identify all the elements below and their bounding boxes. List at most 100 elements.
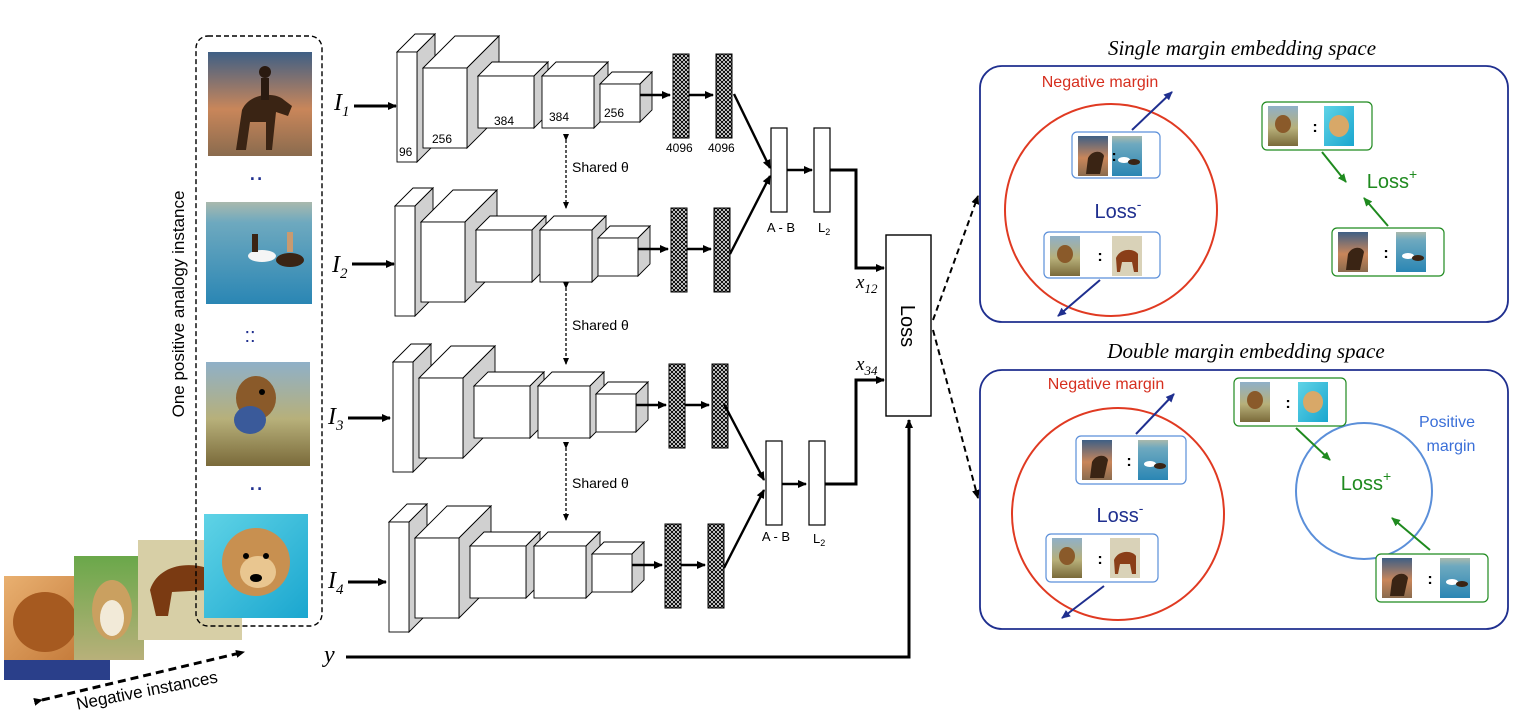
svg-text:I3: I3 xyxy=(327,404,344,434)
single-neg-arrow-up xyxy=(1131,91,1173,131)
fc-layer-2 xyxy=(707,523,725,609)
swimmers-horse-image xyxy=(206,202,312,304)
swimming-dog-image xyxy=(204,514,308,618)
y-connector xyxy=(346,419,913,659)
conv-layer-4 xyxy=(536,370,606,440)
conv-layer-3 xyxy=(472,370,546,440)
single-pos-arrow-down xyxy=(1321,151,1347,183)
pair-separator: : xyxy=(1097,248,1102,265)
conv-layer-5 xyxy=(590,540,646,594)
svg-text:L2: L2 xyxy=(813,531,825,548)
shared-theta-1: Shared θ xyxy=(563,134,629,209)
jumping-dog-image xyxy=(206,362,310,466)
separator-colons: :: xyxy=(244,325,255,347)
double-negative-circle xyxy=(1011,407,1225,621)
positive-margin-circle xyxy=(1295,422,1433,560)
positive-instance-group xyxy=(195,35,323,627)
conv-size-label-4: 384 xyxy=(549,110,569,124)
pair-double-top-green: : xyxy=(1233,377,1347,427)
shared-theta-3: Shared θ xyxy=(563,442,629,521)
pair-separator: : xyxy=(1312,119,1317,136)
shared-theta-2: Shared θ xyxy=(563,282,629,365)
double-margin-title: Double margin embedding space xyxy=(1106,339,1384,363)
fc-layer-2 xyxy=(711,363,729,449)
input-label-i3: I3 xyxy=(327,404,344,434)
pair-separator: : xyxy=(1427,571,1432,588)
svg-text:I2: I2 xyxy=(331,252,348,282)
fc-layer-1 xyxy=(672,53,690,139)
svg-text:I1: I1 xyxy=(333,90,350,120)
diff-block-top xyxy=(770,127,788,213)
x12-connector xyxy=(830,168,885,272)
single-negative-circle xyxy=(1004,103,1218,317)
conv-layer-5 xyxy=(598,70,654,124)
fc-layer-2 xyxy=(713,207,731,293)
double-pos-arrow-down xyxy=(1295,427,1331,461)
cnn-stream-4 xyxy=(387,502,725,634)
svg-text:A - B: A - B xyxy=(767,220,795,235)
pair-single-bottom-green: : xyxy=(1331,227,1445,277)
single-loss-pos: Loss+ xyxy=(1367,166,1417,193)
conv-size-label-5: 256 xyxy=(604,106,624,120)
fc-layer-1 xyxy=(670,207,688,293)
pair-separator: : xyxy=(1111,148,1116,165)
pair-double-positive-inside: : xyxy=(1075,435,1187,485)
svg-text:A - B: A - B xyxy=(762,529,790,544)
single-pos-arrow-up xyxy=(1363,197,1389,227)
svg-text:Shared θ: Shared θ xyxy=(572,317,629,333)
pair-single-positive-inside: : xyxy=(1071,131,1161,179)
separator-dots-1: .. xyxy=(249,156,263,186)
svg-text:L2: L2 xyxy=(818,220,830,237)
positive-instance-label: One positive analogy instance xyxy=(169,191,188,418)
conv-layer-5 xyxy=(596,224,652,278)
loss-to-double-arrow xyxy=(932,329,980,499)
single-margin-title: Single margin embedding space xyxy=(1108,36,1376,60)
cnn-stream-1: 96 256 384 384 256 4096 4096 xyxy=(395,32,735,164)
cnn-streams: 96 256 384 384 256 4096 4096 xyxy=(387,32,735,634)
negative-instances-arrow xyxy=(33,649,245,706)
pair-separator: : xyxy=(1097,551,1102,568)
diff-block-bottom xyxy=(765,440,783,526)
input-label-i4: I4 xyxy=(327,568,344,598)
svg-text:Shared θ: Shared θ xyxy=(572,475,629,491)
diff-norm-bottom: A - B L2 xyxy=(722,403,826,569)
input-label-i1: I1 xyxy=(333,90,350,120)
fc-size-label-2: 4096 xyxy=(708,141,735,155)
conv-layer-1 xyxy=(393,186,435,318)
norm-block-top xyxy=(813,127,831,213)
fc-layer-1 xyxy=(664,523,682,609)
label-y: y xyxy=(322,642,335,668)
single-margin-panel xyxy=(979,65,1509,323)
diff-norm-top: A - B L2 xyxy=(728,93,831,255)
input-label-i2: I2 xyxy=(331,252,348,282)
pair-double-negative: : xyxy=(1045,533,1159,583)
fc-size-label-1: 4096 xyxy=(666,141,693,155)
fc-layer-1 xyxy=(668,363,686,449)
double-neg-arrow-up xyxy=(1135,393,1175,435)
conv-layer-4 xyxy=(538,214,608,284)
pair-single-top-green: : xyxy=(1261,101,1373,151)
conv-layer-3 xyxy=(468,530,542,600)
pair-separator: : xyxy=(1383,245,1388,262)
double-margin-panel xyxy=(979,369,1509,630)
conv-layer-5 xyxy=(594,380,650,434)
loss-box-label: Loss xyxy=(896,305,918,347)
loss-to-single-arrow xyxy=(932,195,980,321)
cnn-stream-2 xyxy=(393,186,731,318)
double-loss-pos: Loss+ xyxy=(1341,468,1391,495)
x34-label: x34 xyxy=(855,354,878,378)
pair-single-negative: : xyxy=(1043,231,1161,279)
svg-text:Shared θ: Shared θ xyxy=(572,159,629,175)
single-neg-arrow-down xyxy=(1057,279,1101,317)
x12-label: x12 xyxy=(855,272,878,296)
positive-margin-label-1: Positive xyxy=(1419,414,1475,431)
conv-size-label-2: 256 xyxy=(432,132,452,146)
single-negative-margin-label: Negative margin xyxy=(1042,74,1159,91)
conv-layer-4 xyxy=(540,60,610,130)
conv-layer-4 xyxy=(532,530,602,600)
fc-layer-2 xyxy=(715,53,733,139)
conv-size-label-1: 96 xyxy=(399,145,413,159)
pair-double-bottom-green: : xyxy=(1375,553,1489,603)
conv-size-label-3: 384 xyxy=(494,114,514,128)
